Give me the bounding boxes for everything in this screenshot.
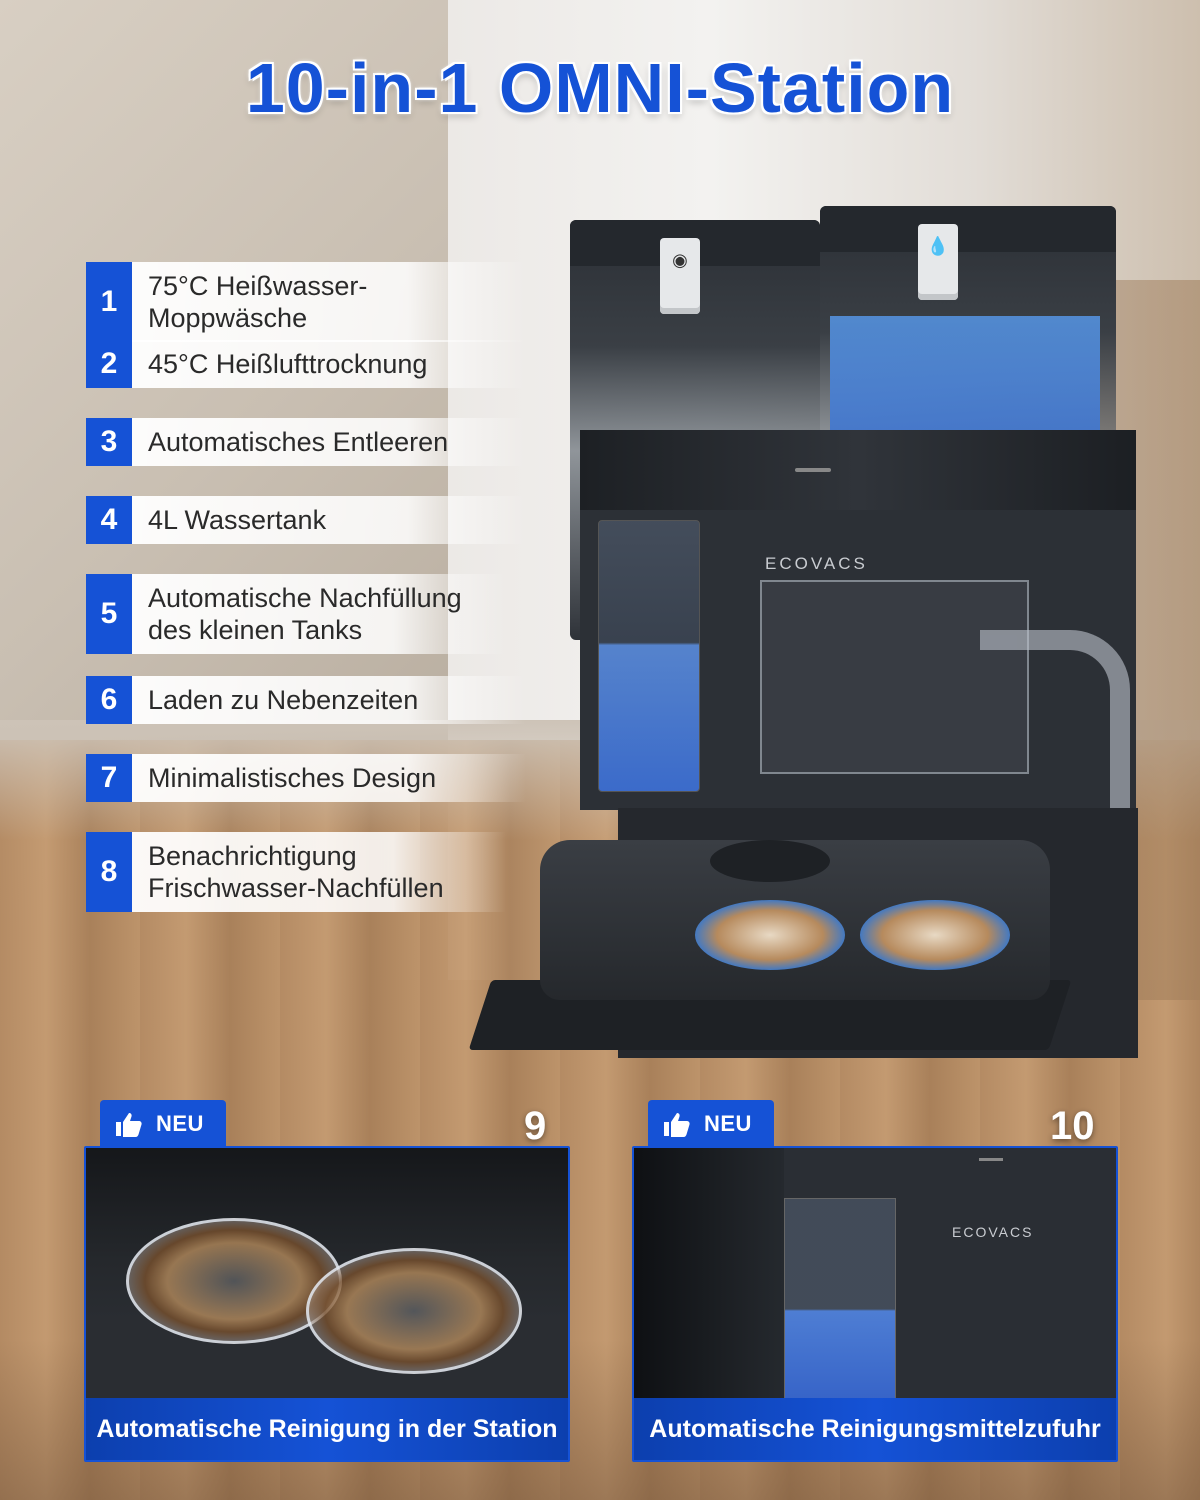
feature-number: 2: [86, 340, 132, 388]
water-drop-icon: 💧: [918, 224, 958, 300]
feature-number: 8: [86, 832, 132, 912]
detergent-tank: [598, 520, 700, 792]
feature-item: 7 Minimalistisches Design: [86, 754, 526, 802]
station-side: [634, 1148, 784, 1398]
panel-caption: Automatische Reinigungsmittelzufuhr: [634, 1398, 1116, 1460]
panel-number: 9: [524, 1104, 547, 1148]
mop-pad: [860, 900, 1010, 970]
feature-label: Automatische Nachfüllung des kleinen Tan…: [132, 574, 506, 654]
station-indicator: [979, 1158, 1003, 1161]
feature-number: 1: [86, 262, 132, 342]
badge-label: NEU: [156, 1111, 204, 1136]
omni-station-image: ◉ 💧 ECOVACS: [468, 200, 1140, 1060]
thumbs-up-icon: [662, 1111, 692, 1137]
feature-label: 4L Wassertank: [132, 496, 526, 544]
feature-item: 4 4L Wassertank: [86, 496, 526, 544]
detergent-tank: [784, 1198, 896, 1400]
panel-caption: Automatische Reinigung in der Station: [86, 1398, 568, 1460]
feature-number: 6: [86, 676, 132, 724]
panel-image: ECOVACS Automatische Reinigungsmittelzuf…: [632, 1146, 1118, 1462]
panel-image: Automatische Reinigung in der Station: [84, 1146, 570, 1462]
tank-lid: [820, 206, 1116, 252]
feature-number: 7: [86, 754, 132, 802]
feature-number: 3: [86, 418, 132, 466]
feature-label: Benachrichtigung Frischwasser-Nachfüllen: [132, 832, 506, 912]
feature-label: 45°C Heißlufttrocknung: [132, 340, 526, 388]
feature-label: Laden zu Nebenzeiten: [132, 676, 526, 724]
feature-number: 4: [86, 496, 132, 544]
feature-item: 3 Automatisches Entleeren: [86, 418, 526, 466]
page-title: 10-in-1 OMNI-Station: [245, 49, 955, 127]
badge-label: NEU: [704, 1111, 752, 1136]
feature-item: 5 Automatische Nachfüllung des kleinen T…: [86, 574, 506, 654]
feature-label: 75°C Heißwasser-Moppwäsche: [132, 262, 526, 342]
thumbs-up-icon: [114, 1111, 144, 1137]
feature-item: 8 Benachrichtigung Frischwasser-Nachfüll…: [86, 832, 506, 912]
feature-item: 6 Laden zu Nebenzeiten: [86, 676, 526, 724]
feature-item: 2 45°C Heißlufttrocknung: [86, 340, 526, 388]
station-indicator: [795, 468, 831, 472]
brand-logo: ECOVACS: [952, 1224, 1034, 1240]
feature-label: Minimalistisches Design: [132, 754, 526, 802]
lidar-turret: [710, 840, 830, 882]
new-badge: NEU: [100, 1100, 226, 1148]
new-badge: NEU: [648, 1100, 774, 1148]
mop-pad: [695, 900, 845, 970]
mop-disc: [126, 1218, 342, 1344]
station-top-panel: [580, 430, 1136, 510]
mop-disc: [306, 1248, 522, 1374]
feature-label: Automatisches Entleeren: [132, 418, 526, 466]
brand-logo: ECOVACS: [765, 554, 868, 573]
panel-number: 10: [1050, 1104, 1095, 1148]
detergent-drop-icon: ◉: [660, 238, 700, 314]
feature-item: 1 75°C Heißwasser-Moppwäsche: [86, 262, 526, 342]
feature-number: 5: [86, 574, 132, 654]
